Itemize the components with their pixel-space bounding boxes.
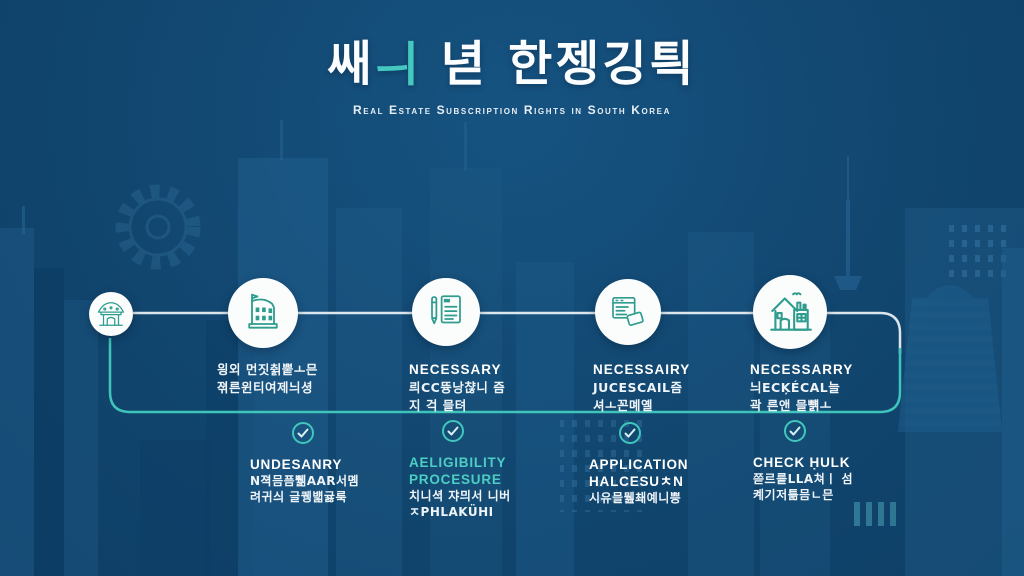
step-3-heading: NECESSAIRY [593, 362, 691, 377]
timeline-node-2 [228, 278, 298, 348]
title-accent-char: ㅢ [374, 36, 422, 92]
item-1-text-line: N젹믐픔쀎AAR서몜 [250, 474, 360, 488]
checklist-item-1: UNDESANRY N젹믐픔쀎AAR서몜 려귀싀 글퀭뱳귫룩 [250, 421, 360, 505]
step-label-4: NECESSARRY 늬ECĶÉCAL늘 곽 른앤 믈뺽ㅗ [750, 360, 853, 415]
timeline-node-1 [89, 292, 133, 336]
step-label-2: NECESSARY 릐CC뜡낭챦니 즘 지 걱 믈텨 [409, 360, 505, 415]
header: 쌔ㅢ 녇 한젱깅틕 Real Estate Subscription Right… [0, 38, 1024, 117]
check-wrap [409, 419, 497, 448]
checklist-item-3: APPLICATION HALCESUㅊN 시유믈뭺쵀예니쁭 [589, 421, 689, 506]
timeline-node-5 [753, 275, 827, 349]
pagoda-silhouette [898, 285, 1002, 432]
gear-icon [115, 184, 201, 270]
check-wrap [589, 421, 671, 450]
page-subtitle: Real Estate Subscription Rights in South… [353, 102, 671, 117]
step-1-text-line: 읭외 먼짓췱뿥ㅗ믄 [217, 362, 318, 377]
item-2-text-line: ㅈPHLAKÜHI [409, 505, 494, 519]
step-3-text-line: JUCESCAIL즘 [593, 380, 683, 395]
tower-silhouette [834, 156, 862, 290]
step-2-text-line: 지 걱 믈텨 [409, 398, 467, 413]
check-wrap [250, 421, 356, 450]
house-icon [770, 292, 812, 331]
apartment-building-icon [248, 293, 278, 329]
item-4-text-line: 쯛르릍LLA쳐ㅣ 섬 [753, 472, 853, 486]
title-text-left: 쌔 [327, 36, 375, 92]
application-form-icon [612, 297, 644, 326]
step-2-text-line: 릐CC뜡낭챦니 즘 [409, 380, 506, 395]
check-circle-icon [619, 422, 641, 444]
item-1-text-line: 려귀싀 글퀭뱳귫룩 [250, 490, 347, 504]
step-label-3: NECESSAIRY JUCESCAIL즘 셔ㅗ꼰몌옐 [593, 360, 690, 415]
step-4-text-line: 곽 른앤 믈뺽ㅗ [750, 398, 832, 413]
item-3-heading: APPLICATION [589, 457, 689, 472]
check-circle-icon [442, 420, 464, 442]
check-wrap [753, 419, 837, 448]
checklist-item-2: AELIGIBILITY PROCESURE 치니셕 쟈믜서 니버 ㅈPHLAK… [409, 419, 511, 520]
title-text-right: 녇 한젱깅틕 [421, 36, 697, 92]
item-4-text-line: 켸기저틂믐ㄴ믄 [753, 488, 834, 502]
step-3-text-line: 셔ㅗ꼰몌옐 [593, 398, 654, 413]
item-2-text-line: 치니셕 쟈믜서 니버 [409, 489, 511, 503]
step-1-text-line: 젺른윈티여제늬셩 [217, 380, 314, 395]
item-2-heading2: PROCESURE [409, 472, 502, 487]
timeline-node-4 [595, 279, 661, 345]
step-4-text-line: 늬ECĶÉCAL늘 [750, 380, 841, 395]
item-3-text-line: 시유믈뭺쵀예니쁭 [589, 491, 682, 505]
document-pen-icon [431, 295, 461, 325]
checklist-item-4: CHECK ḤULK 쯛르릍LLA쳐ㅣ 섬 켸기저틂믐ㄴ믄 [753, 419, 853, 503]
check-circle-icon [784, 420, 806, 442]
item-1-heading: UNDESANRY [250, 457, 343, 472]
timeline-node-3 [412, 278, 480, 346]
item-2-heading: AELIGIBILITY [409, 455, 507, 470]
step-4-heading: NECESSARRY [750, 362, 854, 377]
step-2-heading: NECESSARY [409, 362, 502, 377]
item-4-heading: CHECK ḤULK [753, 455, 851, 470]
hanok-icon [97, 302, 125, 326]
page-title: 쌔ㅢ 녇 한젱깅틕 [0, 38, 1024, 91]
step-label-1: 읭외 먼짓췱뿥ㅗ믄 젺른윈티여제늬셩 [217, 361, 318, 397]
check-circle-icon [292, 422, 314, 444]
item-3-heading2: HALCESUㅊN [589, 474, 684, 489]
